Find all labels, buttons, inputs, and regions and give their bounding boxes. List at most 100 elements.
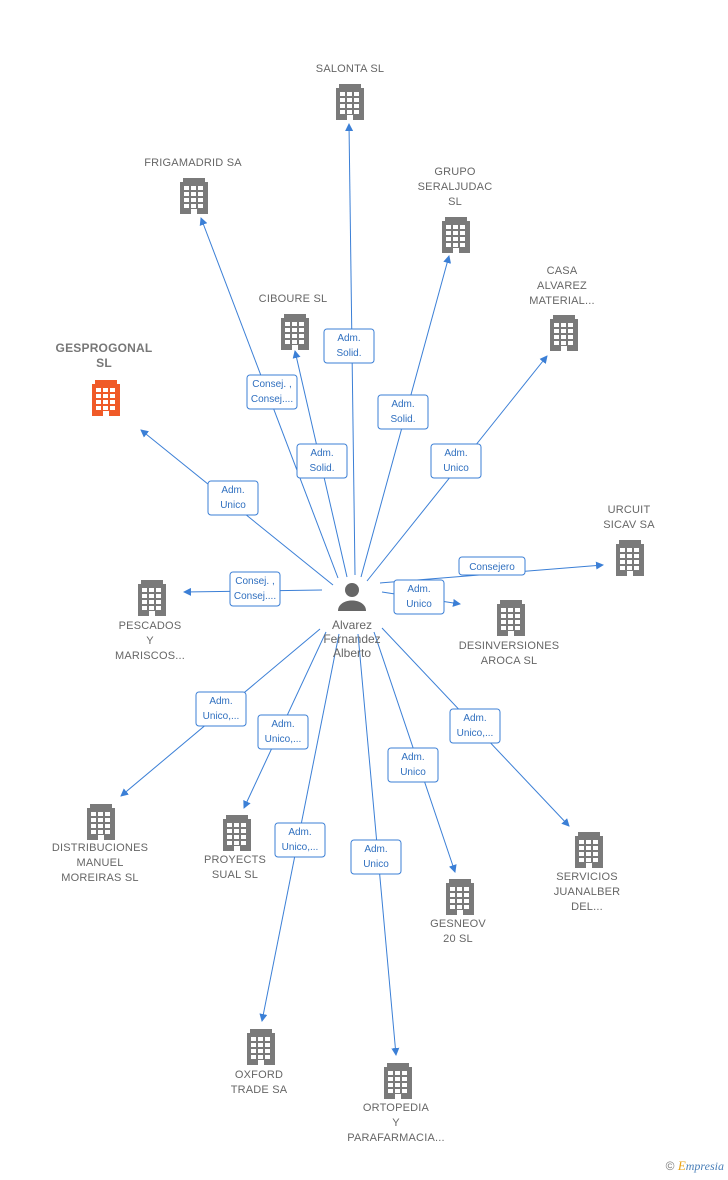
building-icon [575,832,603,868]
relation-label-box [449,708,501,744]
company-node-servicios[interactable]: SERVICIOSJUANALBERDEL... [554,832,621,913]
relation-label-pescados[interactable]: Consej. , Consej.... [229,571,281,607]
building-icon [616,540,644,576]
relation-label-text: Adm. [444,448,467,459]
company-node-desinversiones[interactable]: DESINVERSIONES AROCA SL [459,600,560,667]
relation-label-distribuciones[interactable]: Adm.Unico,... [195,691,247,727]
relation-label-text: Consej.... [234,591,276,602]
building-icon [281,314,309,350]
company-name: URCUIT [608,504,651,516]
company-name: MARISCOS... [115,650,185,662]
relation-label-ortopedia[interactable]: Adm.Unico [350,839,402,875]
company-name: SL [448,196,462,208]
relation-label-box [257,714,309,750]
relation-label-desinversiones[interactable]: Adm.Unico [393,579,445,615]
relation-label-text: Unico [363,859,389,870]
building-icon [180,178,208,214]
company-node-casa-alvarez[interactable]: CASA ALVAREZ MATERIAL... [529,265,595,351]
relation-label-text: Adm. [337,333,360,344]
relation-label-oxford[interactable]: Adm. Unico,... [274,822,326,858]
relation-label-ciboure[interactable]: Adm. Solid. [296,443,348,479]
building-icon [336,84,364,120]
relation-label-box [387,747,439,783]
relation-label-urcuit[interactable]: Consejero [458,556,526,576]
company-name: ALVAREZ [537,280,587,292]
company-name: Y [146,635,154,647]
relation-label-text: Consej.... [251,394,293,405]
relation-label-text: Solid. [336,348,361,359]
company-name: GESPROGONAL [56,341,153,355]
company-name: MOREIRAS SL [61,872,138,884]
relation-label-box [229,571,281,607]
relation-label-salonta[interactable]: Adm. Solid. [323,328,375,364]
company-node-ortopedia[interactable]: ORTOPEDIAYPARAFARMACIA... [347,1063,445,1144]
brand-logo-text: mpresia [685,1159,724,1173]
company-name: JUANALBER [554,886,621,898]
relation-label-box [207,480,259,516]
company-name: DISTRIBUCIONES [52,842,148,854]
relation-label-text: Consej. , [235,576,274,587]
relation-label-text: Solid. [309,463,334,474]
relation-label-box [377,394,429,430]
company-name: AROCA SL [481,655,538,667]
building-icon [442,217,470,253]
company-name: MATERIAL... [529,295,595,307]
person-name: Alberto [333,646,371,660]
relation-label-text: Adm. [407,584,430,595]
building-icon [92,380,120,416]
person-name: Alvarez [332,618,372,632]
relation-label-gesneov[interactable]: Adm. Unico [387,747,439,783]
relation-label-text: Solid. [390,414,415,425]
company-name: 20 SL [443,933,473,945]
relation-label-casa-alvarez[interactable]: Adm. Unico [430,443,482,479]
building-icon [497,600,525,636]
relation-label-text: Adm. [221,485,244,496]
relation-label-box [458,556,526,576]
building-icon [384,1063,412,1099]
company-name: Y [392,1117,400,1129]
relation-label-box [350,839,402,875]
relation-label-text: Unico [443,463,469,474]
copyright-symbol: © [665,1159,675,1173]
company-node-pescados[interactable]: PESCADOS Y MARISCOS... [115,580,185,662]
relation-label-seraljudac[interactable]: Adm.Solid. [377,394,429,430]
company-node-salonta[interactable]: SALONTA SL [316,63,384,120]
relation-label-text: Unico [400,767,426,778]
company-name: DEL... [571,901,603,913]
relation-label-text: Unico,... [282,842,319,853]
company-name: PESCADOS [119,620,182,632]
relation-label-text: Adm. [463,713,486,724]
relation-label-text: Adm. [401,752,424,763]
relation-label-text: Unico [220,500,246,511]
company-name: DESINVERSIONES [459,640,560,652]
building-icon [223,815,251,851]
relation-label-text: Unico,... [457,728,494,739]
relation-label-frigamadrid[interactable]: Consej. ,Consej.... [246,374,298,410]
person-icon [338,583,366,611]
company-name: SALONTA SL [316,63,384,75]
company-name: CASA [547,265,578,277]
relation-label-text: Unico,... [265,734,302,745]
relation-label-text: Adm. [310,448,333,459]
relation-label-servicios[interactable]: Adm. Unico,... [449,708,501,744]
company-node-ciboure[interactable]: CIBOURE SL [259,293,328,350]
building-icon [87,804,115,840]
relation-label-box [323,328,375,364]
relation-label-box [246,374,298,410]
relation-label-text: Adm. [288,827,311,838]
relation-label-proyects[interactable]: Adm.Unico,... [257,714,309,750]
relation-label-box [430,443,482,479]
relation-label-gesprogonal[interactable]: Adm. Unico [207,480,259,516]
relation-label-box [393,579,445,615]
building-icon [446,879,474,915]
company-node-frigamadrid[interactable]: FRIGAMADRID SA [144,157,242,214]
